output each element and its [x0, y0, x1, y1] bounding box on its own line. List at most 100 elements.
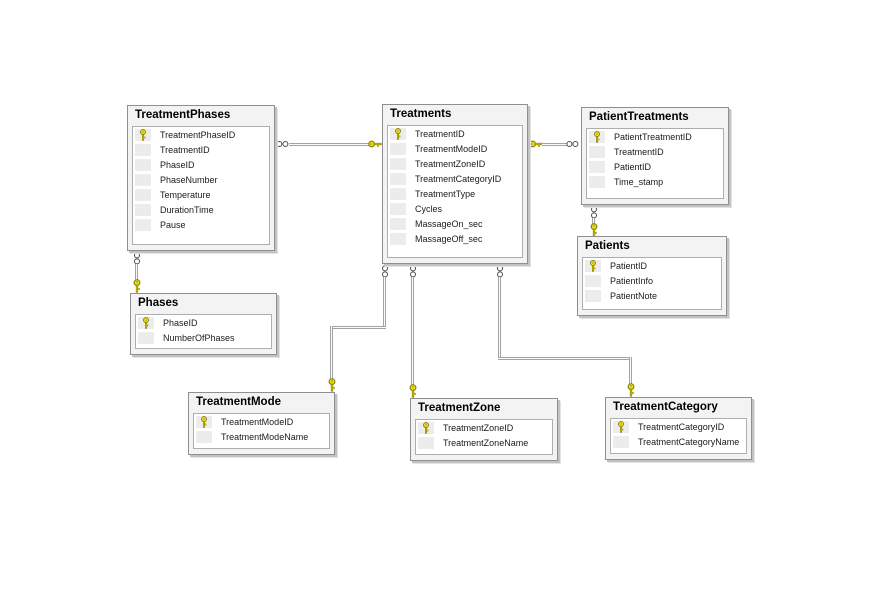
primary-key-icon [613, 420, 629, 433]
table-field-list: PatientTreatmentID TreatmentID PatientID… [586, 128, 724, 199]
table-field-list: TreatmentID TreatmentModeID TreatmentZon… [387, 125, 523, 258]
field-name: PatientID [610, 260, 648, 271]
relationship-line-treatments-treatmentzone[interactable] [411, 277, 414, 385]
row-gutter [418, 436, 434, 449]
field-name: TreatmentCategoryID [638, 421, 725, 432]
table-title: TreatmentPhases [135, 109, 231, 121]
table-treatmentphases[interactable]: TreatmentPhases TreatmentPhaseID Treatme… [127, 105, 275, 251]
field-row[interactable]: MassageOn_sec [388, 216, 522, 231]
row-gutter [135, 188, 151, 201]
field-row[interactable]: TreatmentID [587, 144, 723, 159]
relationship-line-treatments-treatmentcategory[interactable] [498, 277, 501, 358]
primary-key-icon [196, 415, 212, 428]
relationship-line-treatmentphases-phases[interactable] [135, 264, 138, 280]
field-name: TreatmentID [415, 128, 465, 139]
relationship-line-treatmentphases-treatments[interactable] [289, 143, 370, 146]
one-key-icon [368, 140, 382, 148]
row-gutter [585, 274, 601, 287]
field-name: MassageOff_sec [415, 233, 483, 244]
field-row[interactable]: NumberOfPhases [136, 330, 271, 345]
field-name: TreatmentModeID [415, 143, 488, 154]
field-name: TreatmentZoneID [415, 158, 486, 169]
field-name: TreatmentZoneName [443, 437, 529, 448]
field-row[interactable]: TreatmentZoneID [416, 420, 552, 435]
one-key-icon [328, 378, 336, 392]
field-name: PatientID [614, 161, 652, 172]
field-row[interactable]: PhaseID [136, 315, 271, 330]
table-treatmentzone[interactable]: TreatmentZone TreatmentZoneID TreatmentZ… [410, 398, 558, 461]
field-row[interactable]: Cycles [388, 201, 522, 216]
row-gutter [138, 331, 154, 344]
many-infinity-icon [409, 265, 417, 278]
field-name: DurationTime [160, 204, 214, 215]
table-treatments[interactable]: Treatments TreatmentID TreatmentModeID T… [382, 104, 528, 264]
primary-key-icon [135, 128, 151, 141]
table-field-list: TreatmentCategoryID TreatmentCategoryNam… [610, 418, 747, 454]
field-row[interactable]: Time_stamp [587, 174, 723, 189]
field-row[interactable]: PatientTreatmentID [587, 129, 723, 144]
field-row[interactable]: TreatmentModeName [194, 429, 329, 444]
field-row[interactable]: TreatmentModeID [388, 141, 522, 156]
field-row[interactable]: TreatmentZoneName [416, 435, 552, 450]
field-row[interactable]: TreatmentCategoryID [611, 419, 746, 434]
row-gutter [196, 430, 212, 443]
relationship-line-treatments-treatmentmode[interactable] [330, 326, 386, 329]
field-name: PhaseNumber [160, 174, 218, 185]
field-row[interactable]: TreatmentPhaseID [133, 127, 269, 142]
primary-key-icon [138, 316, 154, 329]
field-name: TreatmentPhaseID [160, 129, 236, 140]
field-row[interactable]: PatientID [583, 258, 721, 273]
table-treatmentmode[interactable]: TreatmentMode TreatmentModeID TreatmentM… [188, 392, 335, 455]
many-infinity-icon [496, 265, 504, 278]
relationship-line-treatments-treatmentmode[interactable] [330, 326, 333, 379]
field-row[interactable]: TreatmentCategoryName [611, 434, 746, 449]
field-name: PhaseID [160, 159, 195, 170]
many-infinity-icon [276, 140, 289, 148]
table-patients[interactable]: Patients PatientID PatientInfo PatientNo… [577, 236, 727, 316]
field-name: TreatmentID [614, 146, 664, 157]
field-row[interactable]: Temperature [133, 187, 269, 202]
relationship-line-patienttreatments-patients[interactable] [592, 218, 595, 224]
row-gutter [390, 157, 406, 170]
field-row[interactable]: TreatmentID [388, 126, 522, 141]
table-phases[interactable]: Phases PhaseID NumberOfPhases [130, 293, 277, 355]
field-name: PhaseID [163, 317, 198, 328]
field-row[interactable]: TreatmentModeID [194, 414, 329, 429]
table-treatmentcategory[interactable]: TreatmentCategory TreatmentCategoryID Tr… [605, 397, 752, 460]
field-row[interactable]: PatientInfo [583, 273, 721, 288]
field-row[interactable]: Pause [133, 217, 269, 232]
row-gutter [135, 218, 151, 231]
field-row[interactable]: PatientID [587, 159, 723, 174]
field-row[interactable]: PhaseID [133, 157, 269, 172]
row-gutter [589, 160, 605, 173]
table-patienttreatments[interactable]: PatientTreatments PatientTreatmentID Tre… [581, 107, 729, 205]
field-name: Time_stamp [614, 176, 664, 187]
row-gutter [390, 217, 406, 230]
field-row[interactable]: TreatmentType [388, 186, 522, 201]
table-title: TreatmentZone [418, 402, 501, 414]
one-key-icon [409, 384, 417, 398]
table-title: TreatmentMode [196, 396, 281, 408]
relationship-line-treatments-patienttreatments[interactable] [542, 143, 567, 146]
relationship-line-treatments-treatmentcategory[interactable] [629, 357, 632, 384]
field-name: Pause [160, 219, 186, 230]
row-gutter [135, 173, 151, 186]
field-row[interactable]: PatientNote [583, 288, 721, 303]
field-row[interactable]: TreatmentCategoryID [388, 171, 522, 186]
one-key-icon [133, 279, 141, 293]
relationship-line-treatments-treatmentcategory[interactable] [498, 357, 632, 360]
field-row[interactable]: TreatmentZoneID [388, 156, 522, 171]
field-name: PatientTreatmentID [614, 131, 692, 142]
row-gutter [589, 145, 605, 158]
field-name: NumberOfPhases [163, 332, 235, 343]
field-row[interactable]: TreatmentID [133, 142, 269, 157]
row-gutter [390, 187, 406, 200]
one-key-icon [627, 383, 635, 397]
relationship-line-treatments-treatmentmode[interactable] [383, 277, 386, 327]
row-gutter [390, 142, 406, 155]
field-row[interactable]: DurationTime [133, 202, 269, 217]
field-row[interactable]: PhaseNumber [133, 172, 269, 187]
field-row[interactable]: MassageOff_sec [388, 231, 522, 246]
table-title: Patients [585, 240, 630, 252]
